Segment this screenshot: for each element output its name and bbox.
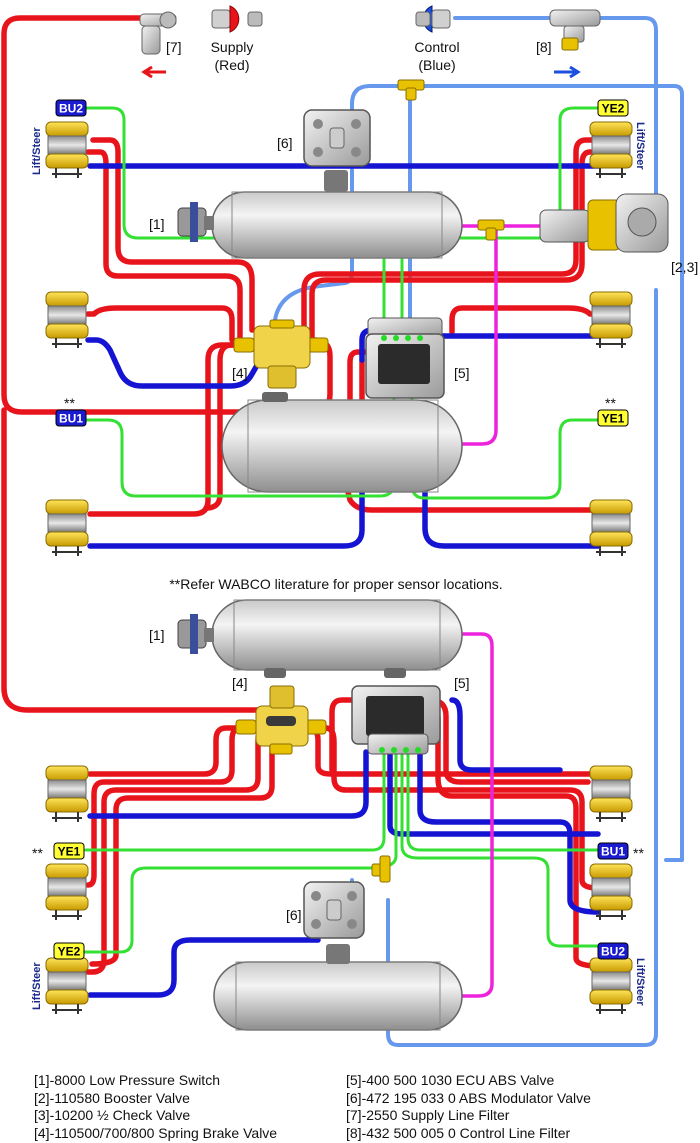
air-tank xyxy=(213,944,463,1031)
airbag xyxy=(589,765,633,822)
asterisk-note: ** xyxy=(633,845,644,861)
sensor-tag-ye1: YE1 xyxy=(53,842,85,860)
ref-label-8: [8] xyxy=(536,39,552,55)
airbag xyxy=(45,499,89,556)
svg-text:YE2: YE2 xyxy=(602,102,625,116)
ref-label-7: [7] xyxy=(166,39,182,55)
abs-modulator-valve xyxy=(303,109,371,167)
ref-label-5: [5] xyxy=(454,675,470,691)
parts-legend: [1]-8000 Low Pressure Switch [5]-400 500… xyxy=(34,1072,694,1142)
tee-fitting xyxy=(477,219,505,241)
supply-line xyxy=(1,15,603,975)
tank-line xyxy=(458,224,547,998)
air-tank xyxy=(211,170,463,259)
lift-steer-label: Lift/Steer xyxy=(634,958,646,1006)
legend-item: [2]-110580 Booster Valve xyxy=(34,1089,190,1106)
sensor-tag-ye2: YE2 xyxy=(597,99,629,117)
airbag xyxy=(45,957,89,1014)
sensor-tag-bu2: BU2 xyxy=(597,942,629,960)
supply-label-color: (Red) xyxy=(214,57,249,73)
airbag xyxy=(589,121,633,178)
ecu-abs-valve xyxy=(351,685,441,755)
lift-steer-label: Lift/Steer xyxy=(31,962,43,1010)
legend-item: [1]-8000 Low Pressure Switch xyxy=(34,1072,220,1088)
sensor-note: **Refer WABCO literature for proper sens… xyxy=(169,576,502,592)
spring-brake-valve xyxy=(233,319,329,389)
asterisk-note: ** xyxy=(64,395,75,411)
legend-item: [8]-432 500 005 0 Control Line Filter xyxy=(346,1124,571,1141)
ref-label-4: [4] xyxy=(232,365,248,381)
spring-brake-valve xyxy=(235,685,327,755)
ref-label-1: [1] xyxy=(149,216,165,232)
supply-label: Supply xyxy=(211,39,254,55)
ecu-abs-valve xyxy=(365,317,445,399)
svg-text:BU1: BU1 xyxy=(59,412,83,426)
svg-text:YE1: YE1 xyxy=(58,845,81,859)
airbag xyxy=(45,121,89,178)
ref-label-5: [5] xyxy=(454,365,470,381)
ref-label-6: [6] xyxy=(277,135,293,151)
ref-label-6: [6] xyxy=(286,907,302,923)
ref-label-1: [1] xyxy=(149,627,165,643)
svg-text:BU2: BU2 xyxy=(59,102,83,116)
airbag xyxy=(589,957,633,1014)
lift-steer-label: Lift/Steer xyxy=(31,127,43,175)
sensor-tag-bu1: BU1 xyxy=(597,842,629,860)
svg-text:BU1: BU1 xyxy=(601,845,625,859)
svg-text:YE2: YE2 xyxy=(58,945,81,959)
sensor-tag-ye1: YE1 xyxy=(597,409,629,427)
control-label-color: (Blue) xyxy=(418,57,455,73)
legend-item: [7]-2550 Supply Line Filter xyxy=(346,1107,510,1123)
tee-fitting xyxy=(397,79,425,101)
legend-item: [5]-400 500 1030 ECU ABS Valve xyxy=(346,1072,555,1088)
control-line-filter xyxy=(549,9,601,51)
asterisk-note: ** xyxy=(605,395,616,411)
arrow-right-icon xyxy=(554,65,581,79)
sensor-tag-bu1: BU1 xyxy=(55,409,87,427)
legend-item: [6]-472 195 033 0 ABS Modulator Valve xyxy=(346,1089,591,1106)
airbag xyxy=(589,291,633,348)
low-pressure-switch xyxy=(177,614,214,654)
abs-modulator-valve xyxy=(303,881,365,939)
control-label: Control xyxy=(414,39,459,55)
asterisk-note: ** xyxy=(32,845,43,861)
ref-label-4: [4] xyxy=(232,675,248,691)
ref-label-2-3: [2,3] xyxy=(671,259,698,275)
svg-text:YE1: YE1 xyxy=(602,412,625,426)
sensor-tag-ye2: YE2 xyxy=(53,942,85,960)
supply-line-filter xyxy=(139,11,177,55)
airbag xyxy=(589,863,633,920)
low-pressure-switch xyxy=(177,202,214,242)
svg-text:BU2: BU2 xyxy=(601,945,625,959)
arrow-left-icon xyxy=(141,65,166,79)
airbag xyxy=(45,765,89,822)
booster-valve xyxy=(539,193,669,253)
airbag xyxy=(45,863,89,920)
legend-item: [4]-110500/700/800 Spring Brake Valve xyxy=(34,1124,278,1141)
lift-steer-label: Lift/Steer xyxy=(634,122,646,170)
supply-gladhand xyxy=(211,5,263,33)
tee-fitting xyxy=(371,855,391,883)
air-tank xyxy=(221,392,463,493)
legend-item: [3]-10200 ½ Check Valve xyxy=(34,1107,191,1123)
sensor-tag-bu2: BU2 xyxy=(55,99,87,117)
air-tank xyxy=(211,599,463,678)
airbag xyxy=(589,499,633,556)
airbag xyxy=(45,291,89,348)
control-gladhand xyxy=(415,5,451,33)
